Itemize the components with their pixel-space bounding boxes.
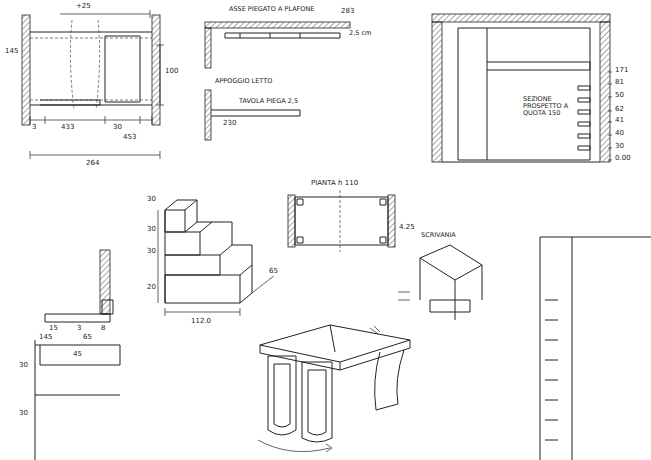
wall-hatch [205,28,211,68]
section-outline [442,28,600,162]
rotation-arrow [258,326,380,452]
dimension-label: 65 [82,334,93,342]
dimension-line [30,45,164,124]
detail-outline [35,340,120,460]
dimension-label: 4.25 [398,224,416,232]
dimension-label: 30 [18,362,29,370]
dimension-label: 112.0 [190,318,212,326]
dimension-label: 2,5 cm [348,30,372,37]
dimension-label: 30 [146,196,157,204]
dimension-line [158,210,275,316]
dimension-label: 145 [4,48,19,56]
plan-outline [295,197,388,245]
folding-desk [420,245,482,320]
dimension-label: 3 [31,124,37,132]
dimension-label: 0.00 [614,155,632,163]
dimension-label: 30 [146,248,157,256]
table-top [260,325,410,370]
dimension-label: 15 [48,325,59,333]
dimension-label: 41 [614,117,625,125]
step-rungs [545,300,558,440]
wall-hatch [432,22,442,162]
elevation-outline [540,237,651,460]
dimension-line [30,10,160,159]
stair-front [165,210,240,303]
hidden-line [30,20,152,110]
dimension-label: 40 [614,130,625,138]
leader-line [398,292,410,300]
note-label: ASSE PIEGATO A PLAFONE [228,6,315,13]
step-rungs [578,86,590,150]
dimension-label: 8 [100,325,106,333]
plan-outline [30,32,152,105]
wall-hatch [205,90,211,140]
dimension-label: 65 [268,268,279,276]
table-legs [268,350,404,442]
wall-hatch [388,195,395,247]
dimension-label: 50 [614,92,625,100]
dimension-label: 30 [146,226,157,234]
ceiling-hatch [432,14,610,22]
axis-line [340,190,341,252]
dimension-label: 433 [60,124,75,132]
dimension-label: 145 [38,334,53,342]
dimension-label: 81 [614,79,625,87]
wall-hatch [600,22,610,162]
dimension-label: 100 [164,68,179,76]
dimension-label: +25 [75,3,92,11]
dimension-label: 30 [614,143,625,151]
dimension-label: 45 [72,351,83,359]
note-label: PIANTA h 110 [310,180,359,188]
ceiling-board [225,33,340,38]
bed-support [211,110,300,116]
dimension-label: 171 [614,67,629,75]
wall-hatch [22,15,30,125]
note-label: APPOGGIO LETTO [214,78,273,85]
stair-depth [165,200,252,303]
dimension-label: 453 [122,134,137,142]
dimension-label: 62 [614,106,625,114]
wall-hatch [288,195,295,247]
dimension-label: 230 [222,120,237,128]
dimension-label: 30 [18,410,29,418]
dimension-label: 20 [146,284,157,292]
dimension-label: 264 [85,160,100,168]
ceiling-hatch [205,22,350,28]
dimension-label: 3 [76,325,82,333]
note-label: SEZIONE PROSPETTO A QUOTA 150 [522,96,574,117]
note-label: TAVOLA PIEGA 2,5 [238,98,299,105]
wall-hatch [152,15,160,125]
dimension-label: 30 [112,124,123,132]
note-label: SCRIVANIA [420,232,457,239]
shelf-section [45,300,113,322]
dimension-label: 283 [340,8,355,16]
level-ticks [608,72,612,160]
